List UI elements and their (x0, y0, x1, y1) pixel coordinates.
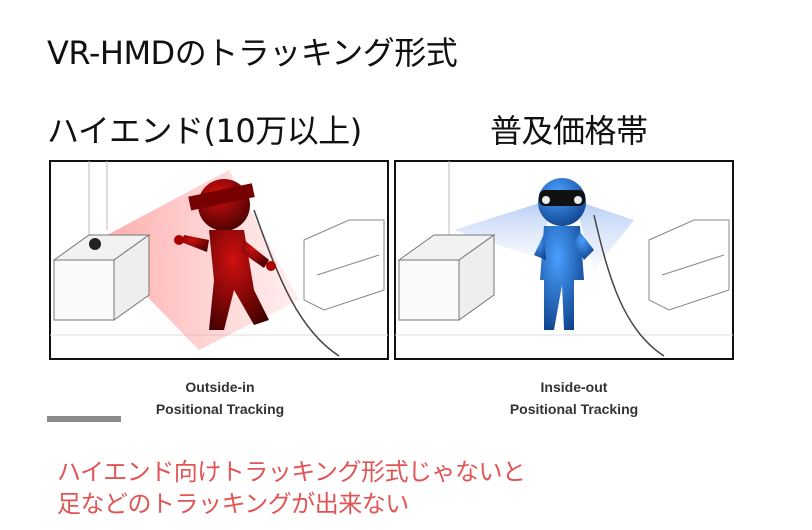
inside-out-caption: Inside-out Positional Tracking (474, 376, 674, 420)
inside-out-illustration (394, 160, 734, 360)
outside-in-caption-line2: Positional Tracking (155, 401, 285, 417)
note-line2: 足などのトラッキングが出来ない (57, 490, 409, 518)
slide-title: VR-HMDのトラッキング形式 (47, 34, 458, 72)
inside-out-caption-line1: Inside-out (540, 379, 608, 395)
note-line1: ハイエンド向けトラッキング形式じゃないと (57, 458, 526, 486)
progress-bar (47, 416, 121, 422)
outside-in-svg (49, 160, 389, 360)
outside-in-caption: Outside-in Positional Tracking (120, 376, 320, 420)
heading-mainstream: 普及価格帯 (490, 112, 648, 150)
outside-in-caption-line1: Outside-in (185, 379, 255, 395)
note-text: ハイエンド向けトラッキング形式じゃないと 足などのトラッキングが出来ない (57, 456, 526, 520)
outside-in-illustration (49, 160, 389, 360)
inside-out-svg (394, 160, 734, 360)
inside-out-caption-line2: Positional Tracking (509, 401, 639, 417)
heading-high-end: ハイエンド(10万以上) (47, 112, 362, 150)
